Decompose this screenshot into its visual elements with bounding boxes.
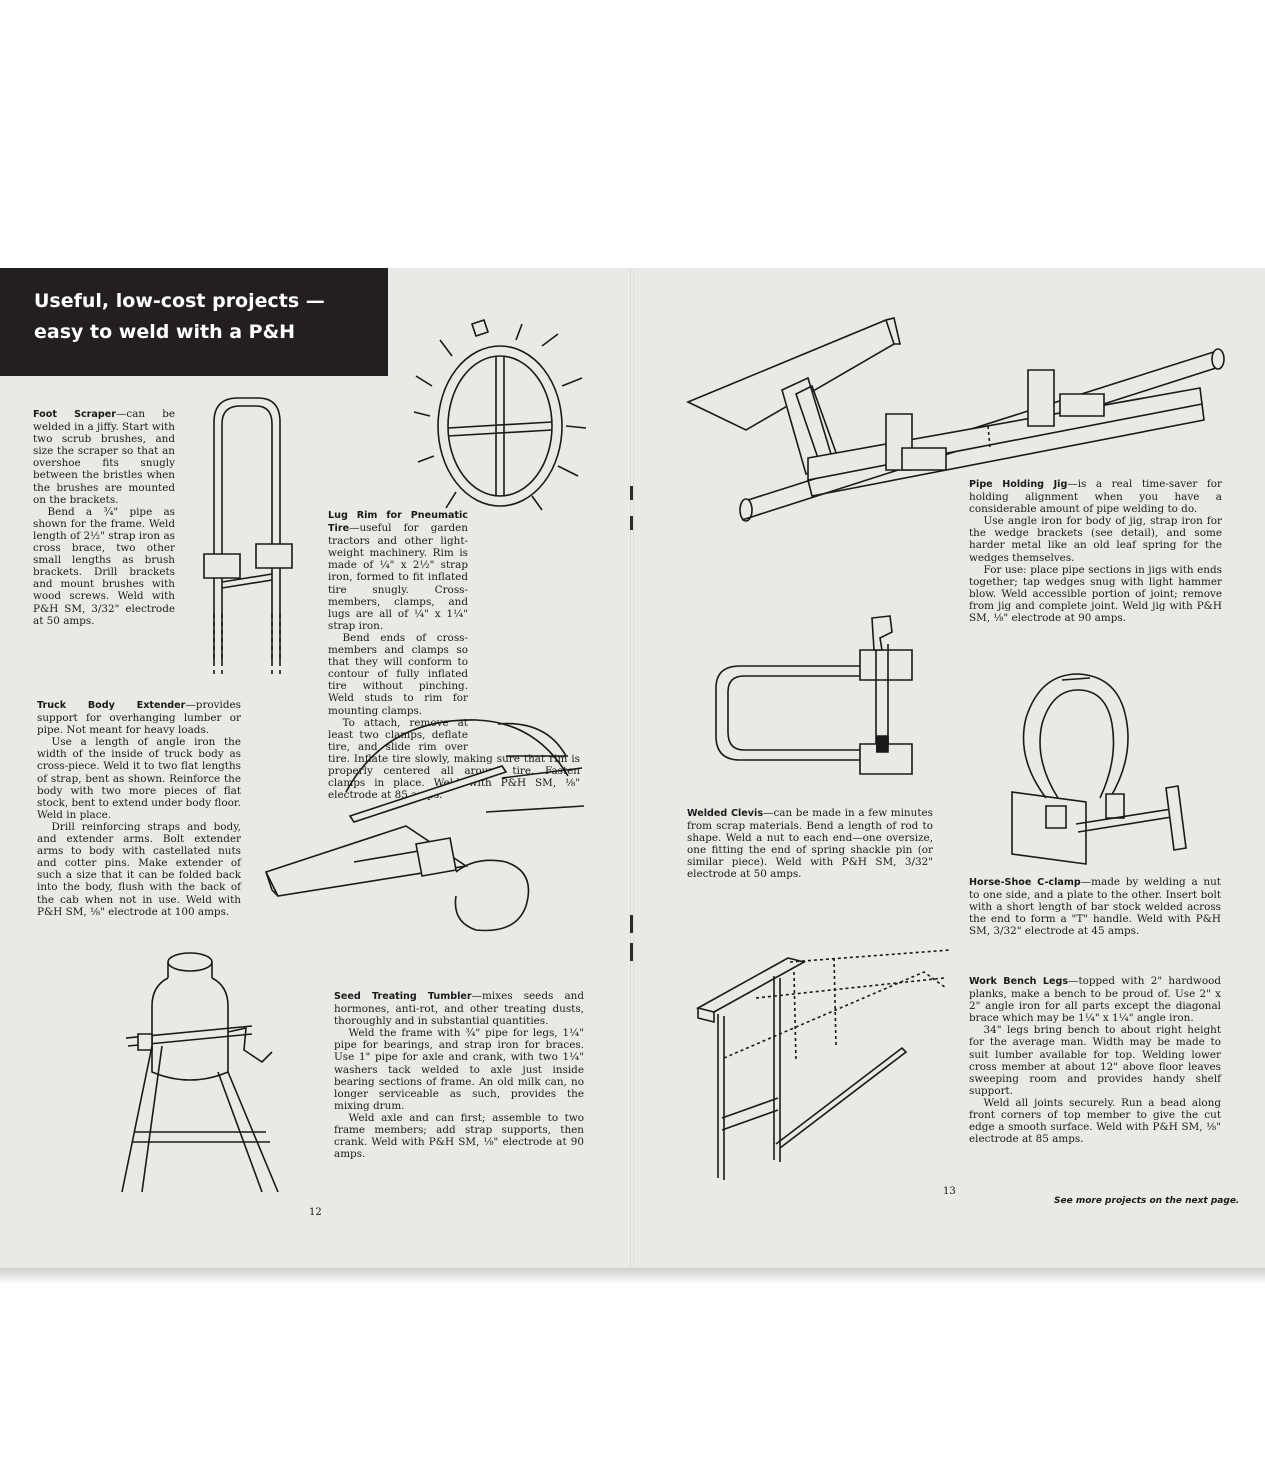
clevis-para-1: —can be made in a few minutes from scrap… <box>687 807 933 881</box>
lug-rim-para-3: To attach, remove at least two clamps, d… <box>328 716 580 802</box>
c-clamp-illustration <box>1006 668 1230 866</box>
c-clamp-para-1: —made by welding a nut to one side, and … <box>969 876 1221 938</box>
seed-tumbler-text: Seed Treating Tumbler—mixes seeds and ho… <box>334 990 584 1184</box>
truck-body-para-2: Use a length of angle iron the width of … <box>37 736 241 821</box>
pipe-jig-para-3: For use: place pipe sections in jigs wit… <box>969 563 1222 625</box>
seed-tumbler-para-1: —mixes seeds and hormones, anti-rot, and… <box>334 990 584 1028</box>
truck-body-para-3: Drill reinforcing straps and body, and e… <box>37 820 241 918</box>
truck-extender-illustration <box>266 716 584 934</box>
clevis-text: Welded Clevis—can be made in a few minut… <box>687 807 933 899</box>
lug-rim-text: Lug Rim for Pneumatic Tire—useful for ga… <box>328 509 580 801</box>
truck-body-text: Truck Body Extender—provides support for… <box>37 699 299 939</box>
staple-mark <box>630 915 633 933</box>
booklet-spine <box>630 268 634 1268</box>
page-number-left: 12 <box>309 1207 322 1218</box>
truck-body-para-1: —provides support for overhanging lumber… <box>37 699 241 737</box>
lug-rim-illustration <box>412 316 588 512</box>
staple-mark <box>630 943 633 961</box>
seed-tumbler-para-2: Weld the frame with ¾" pipe for legs, 1¼… <box>334 1027 584 1112</box>
lug-rim-para-2: Bend ends of cross-members and clamps so… <box>328 631 468 717</box>
staple-mark <box>630 516 633 530</box>
foot-scraper-title: Foot Scraper <box>33 409 116 420</box>
lug-rim-para-1: —useful for garden tractors and other li… <box>328 522 468 632</box>
pipe-jig-illustration <box>688 298 1230 528</box>
foot-scraper-para-1: —can be welded in a jiffy. Start with tw… <box>33 408 175 506</box>
seed-tumbler-para-3: Weld axle and can first; assemble to two… <box>334 1111 584 1161</box>
c-clamp-text: Horse-Shoe C-clamp—made by welding a nut… <box>969 876 1221 952</box>
lug-rim-title: Lug Rim for Pneumatic Tire <box>328 510 468 535</box>
foot-scraper-text: Foot Scraper—can be welded in a jiffy. S… <box>33 408 175 658</box>
bench-legs-text: Work Bench Legs—topped with 2" hardwood … <box>969 975 1221 1175</box>
bench-legs-illustration <box>694 948 956 1186</box>
bench-legs-para-1: —topped with 2" hardwood planks, make a … <box>969 975 1221 1025</box>
booklet-shadow <box>0 1268 1265 1284</box>
page-number-right: 13 <box>943 1186 956 1197</box>
foot-scraper-illustration <box>200 392 300 674</box>
truck-body-title: Truck Body Extender <box>37 700 186 711</box>
pipe-jig-para-1: —is a real time-saver for holding alignm… <box>969 478 1222 516</box>
seed-tumbler-title: Seed Treating Tumbler <box>334 991 472 1002</box>
seed-tumbler-illustration <box>122 942 298 1204</box>
clevis-illustration <box>712 614 918 792</box>
next-page-note: See more projects on the next page. <box>1054 1196 1240 1206</box>
pipe-jig-text: Pipe Holding Jig—is a real time-saver fo… <box>969 478 1222 642</box>
pipe-jig-title: Pipe Holding Jig <box>969 479 1068 490</box>
clevis-title: Welded Clevis <box>687 808 764 819</box>
foot-scraper-para-2: Bend a ¾" pipe as shown for the frame. W… <box>33 505 175 627</box>
bench-legs-title: Work Bench Legs <box>969 976 1069 987</box>
headline-banner <box>0 268 388 376</box>
page-headline: Useful, low-cost projects — easy to weld… <box>34 290 325 343</box>
pipe-jig-para-2: Use angle iron for body of jig, strap ir… <box>969 515 1222 564</box>
bench-legs-para-2: 34" legs bring bench to about right heig… <box>969 1024 1221 1097</box>
c-clamp-title: Horse-Shoe C-clamp <box>969 877 1081 888</box>
bench-legs-para-3: Weld all joints securely. Run a bead alo… <box>969 1096 1221 1146</box>
staple-mark <box>630 486 633 500</box>
